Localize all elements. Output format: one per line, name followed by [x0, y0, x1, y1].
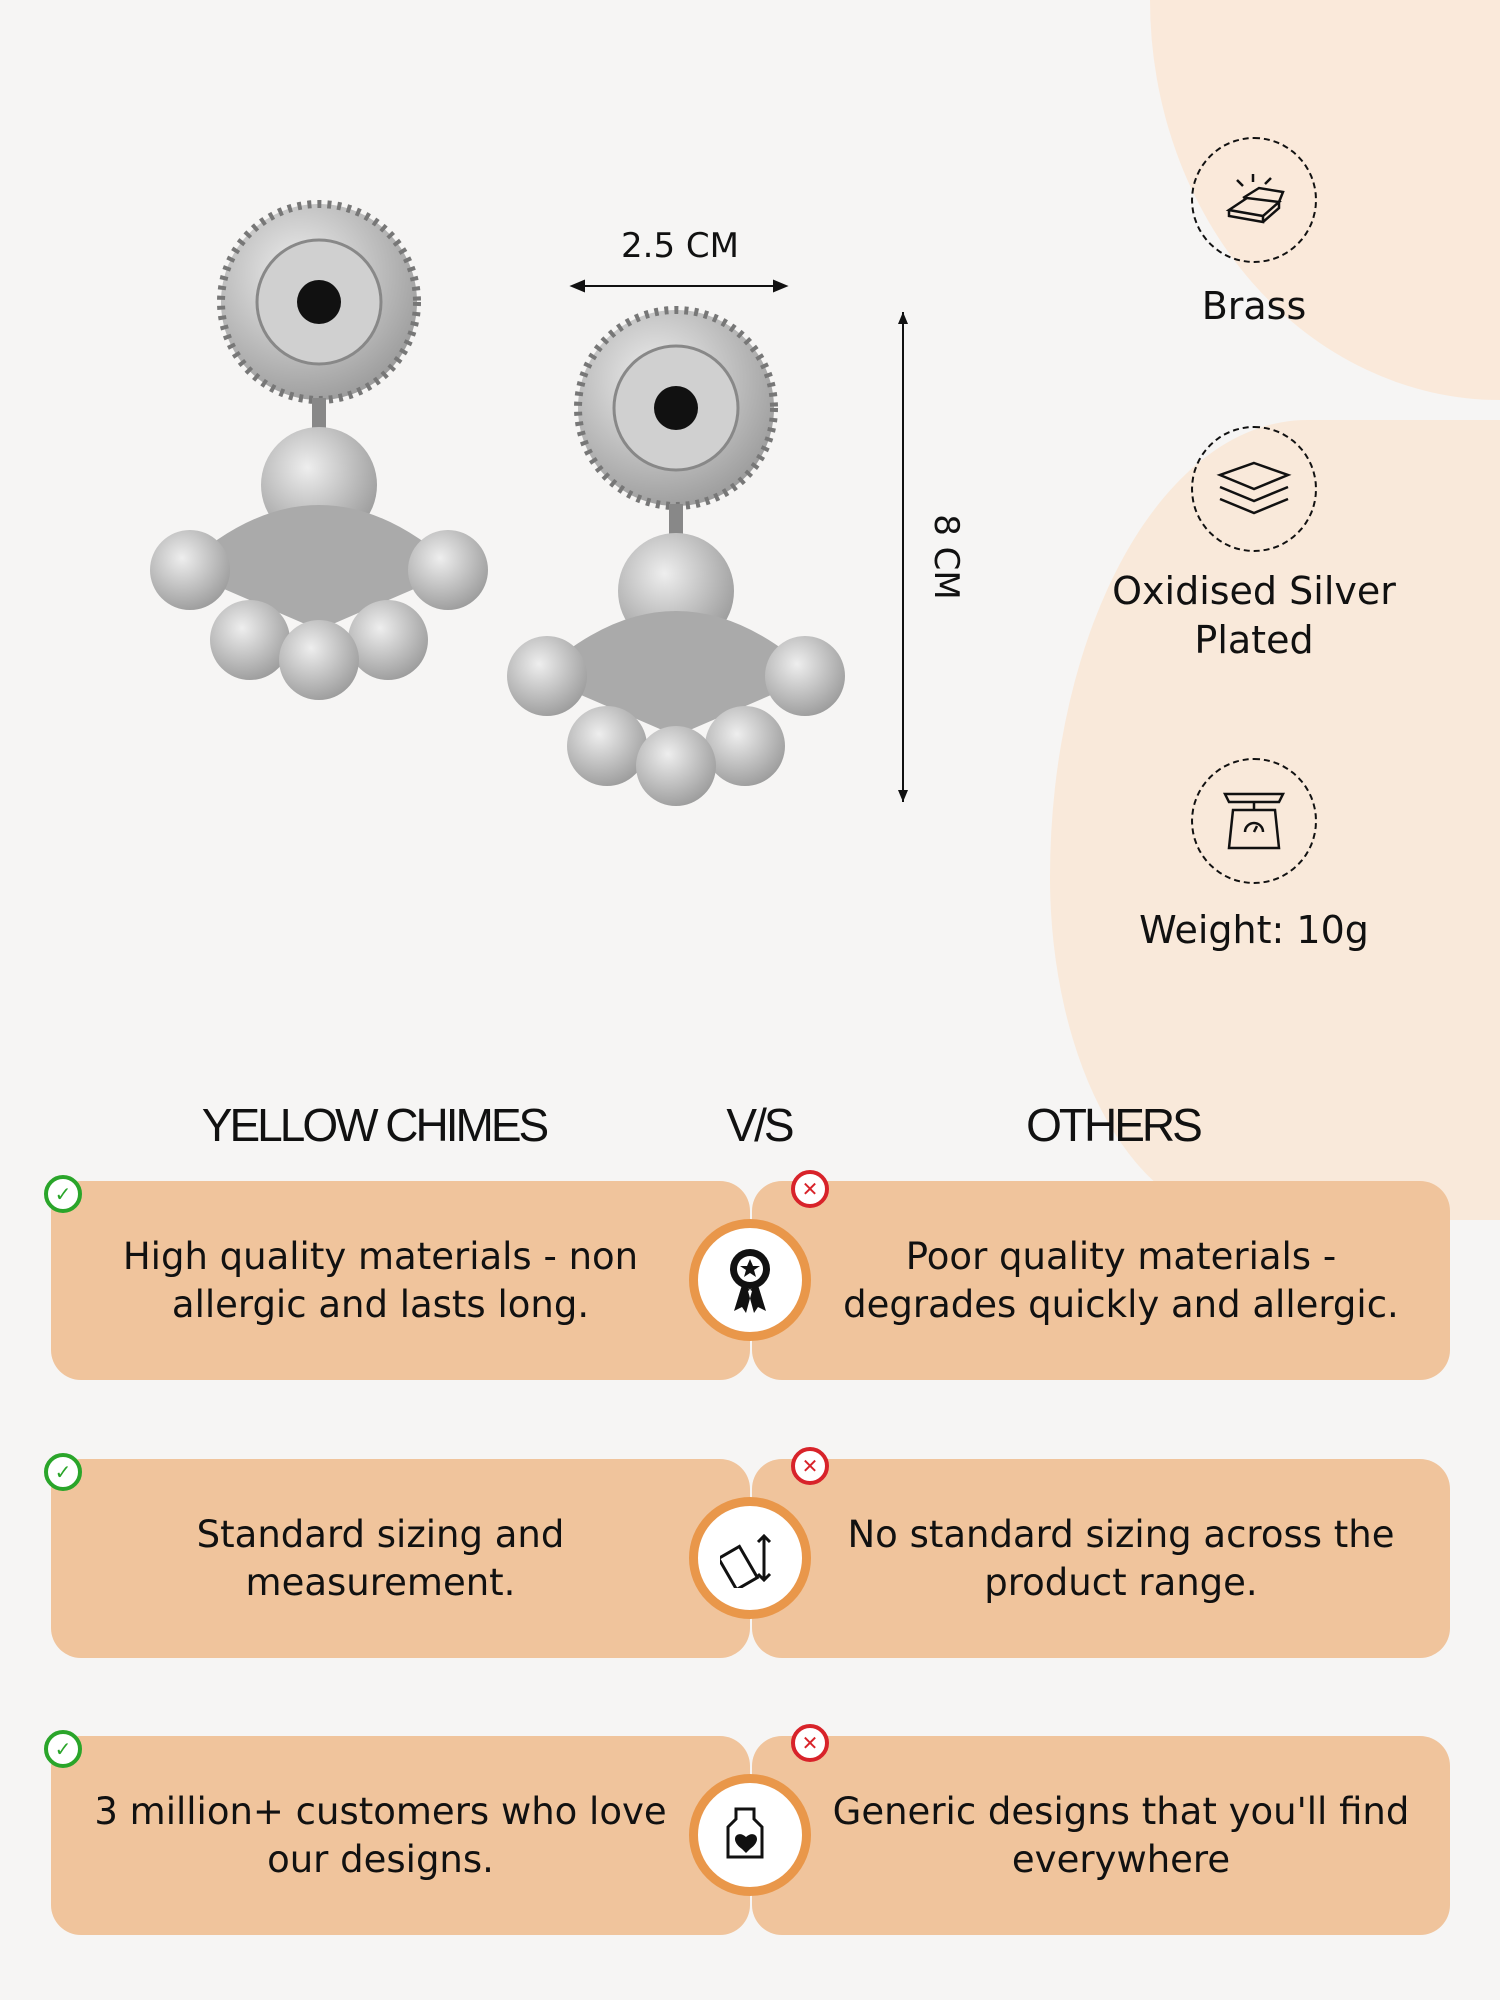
layers-icon — [1191, 426, 1317, 552]
feature-label-plating: Oxidised Silver Plated — [1074, 567, 1434, 665]
others-text: Generic designs that you'll find everywh… — [832, 1789, 1410, 1881]
others-card: Generic designs that you'll find everywh… — [752, 1736, 1450, 1935]
height-label: 8 CM — [926, 514, 966, 600]
width-label: 2.5 CM — [621, 226, 739, 266]
customer-heart-icon — [689, 1774, 811, 1896]
ours-text: 3 million+ customers who love our design… — [94, 1789, 667, 1881]
others-text: No standard sizing across the product ra… — [847, 1512, 1395, 1604]
cross-icon: ✕ — [791, 1447, 829, 1485]
ours-text: Standard sizing and measurement. — [196, 1512, 565, 1604]
ruler-icon — [689, 1497, 811, 1619]
gold-bars-icon — [1191, 137, 1317, 263]
feature-label-line: Oxidised Silver — [1112, 569, 1396, 613]
check-icon: ✓ — [44, 1730, 82, 1768]
header-vs: V/S — [726, 1099, 794, 1151]
earring-left — [150, 200, 488, 700]
check-icon: ✓ — [44, 1453, 82, 1491]
feature-label-line: Plated — [1194, 618, 1314, 662]
width-arrow — [569, 279, 789, 293]
feature-label-brass: Brass — [1201, 284, 1307, 328]
ours-card: High quality materials - non allergic an… — [51, 1181, 750, 1380]
cross-icon: ✕ — [791, 1724, 829, 1762]
feature-label-weight: Weight: 10g — [1139, 908, 1369, 952]
height-arrow — [898, 312, 908, 802]
header-others: OTHERS — [1026, 1099, 1203, 1151]
ours-card: Standard sizing and measurement. — [51, 1459, 750, 1658]
header-yellow-chimes: YELLOW CHIMES — [201, 1099, 549, 1151]
earrings-image — [150, 200, 845, 806]
ours-card: 3 million+ customers who love our design… — [51, 1736, 750, 1935]
others-card: Poor quality materials - degrades quickl… — [752, 1181, 1450, 1380]
others-card: No standard sizing across the product ra… — [752, 1459, 1450, 1658]
others-text: Poor quality materials - degrades quickl… — [843, 1234, 1399, 1326]
check-icon: ✓ — [44, 1175, 82, 1213]
scale-icon — [1191, 758, 1317, 884]
cross-icon: ✕ — [791, 1170, 829, 1208]
earring-right — [507, 306, 845, 806]
award-ribbon-icon — [689, 1219, 811, 1341]
ours-text: High quality materials - non allergic an… — [122, 1234, 639, 1326]
